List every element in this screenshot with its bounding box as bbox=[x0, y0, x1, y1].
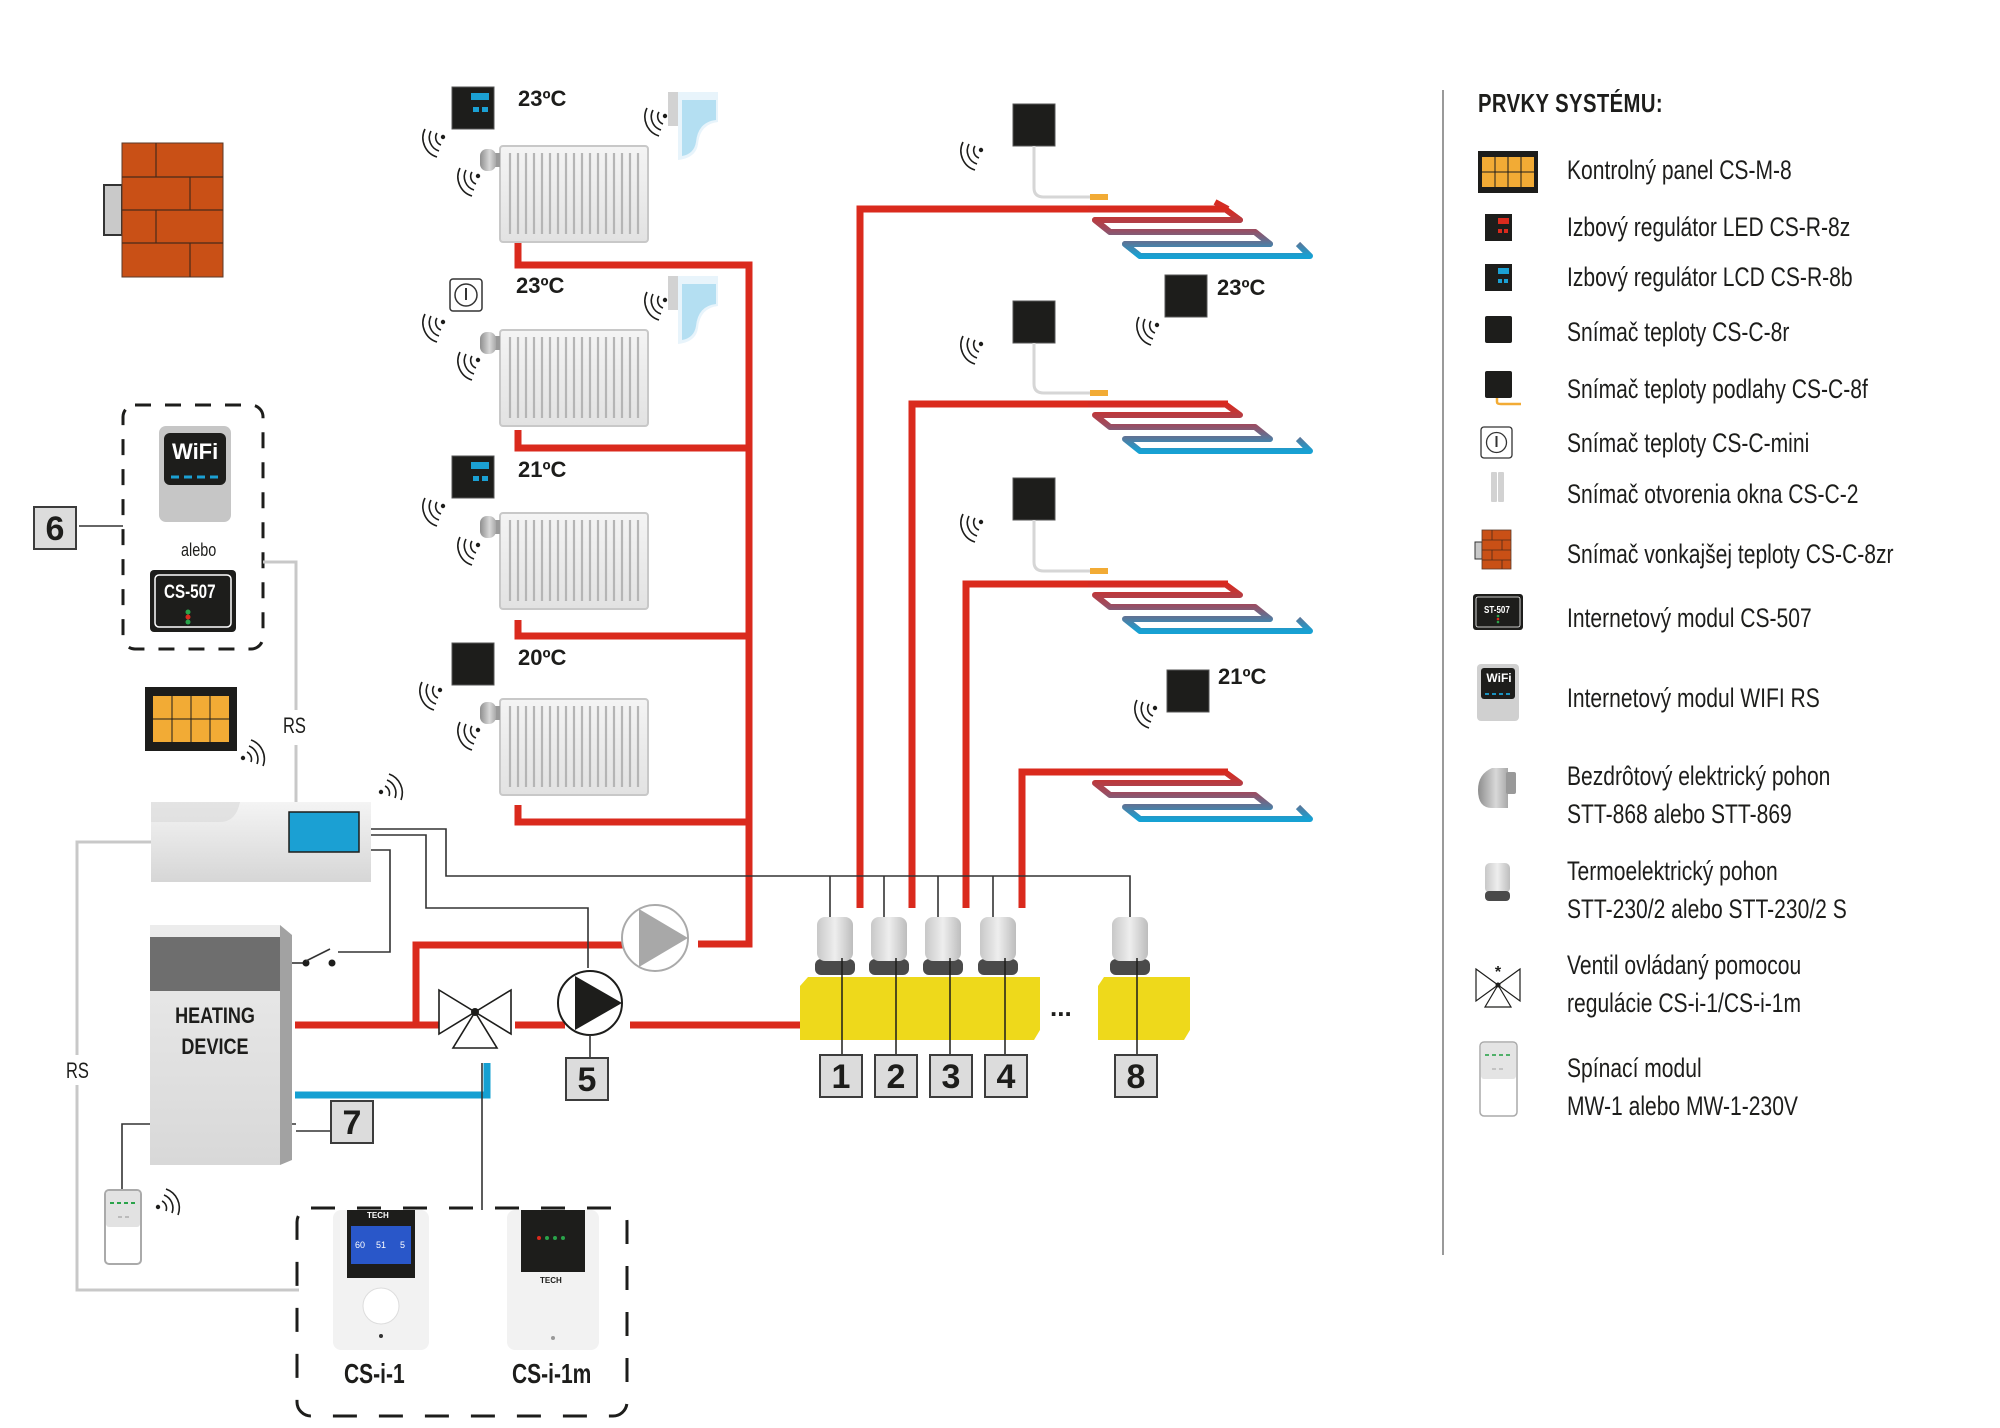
led-room-regulator-icon bbox=[1485, 214, 1512, 241]
legend-item-label: Snímač teploty CS-C-mini bbox=[1567, 428, 1810, 458]
control-panel-cs-m-8 bbox=[145, 687, 237, 751]
zone-temp-floor-2: 23ºC bbox=[1217, 275, 1266, 300]
number-label-5: 5 bbox=[565, 1057, 609, 1101]
heating-device-label-line1: HEATING bbox=[175, 1003, 255, 1028]
floor-loops bbox=[1088, 199, 1313, 822]
zone-temp-floor-4: 21ºC bbox=[1218, 664, 1267, 689]
valve-icon: * bbox=[1475, 964, 1521, 1008]
or-label: alebo bbox=[181, 540, 217, 560]
svg-text:*: * bbox=[1495, 964, 1502, 981]
legend-title: PRVKY SYSTÉMU: bbox=[1478, 88, 1664, 118]
wireless-actuator-icon bbox=[1478, 768, 1516, 808]
legend-item-label: Snímač teploty CS-C-8r bbox=[1567, 317, 1790, 347]
number-label-8: 8 bbox=[1114, 1054, 1158, 1098]
number-label-6: 6 bbox=[33, 506, 77, 550]
cs-i-1m-brand: TECH bbox=[540, 1276, 562, 1285]
room-sensor-floor-zone-2 bbox=[1136, 274, 1208, 346]
legend-wifi-icon-text: WiFi bbox=[1486, 671, 1512, 685]
legend: PRVKY SYSTÉMU: Kontrolný panel CS-M-8 Iz… bbox=[1478, 0, 2000, 1428]
zone-temp-radiator-3: 21ºC bbox=[518, 457, 567, 482]
number-label-1: 1 bbox=[819, 1054, 863, 1098]
cs-i-1-label: CS-i-1 bbox=[344, 1358, 405, 1389]
cs507-module-label: CS-507 bbox=[164, 582, 216, 603]
cs-i-1-screen-v2: 51 bbox=[376, 1240, 387, 1250]
cs-i-1m-label: CS-i-1m bbox=[512, 1358, 592, 1389]
external-temperature-sensor bbox=[103, 142, 224, 278]
legend-item-label: Snímač vonkajšej teploty CS-C-8zr bbox=[1567, 539, 1894, 569]
lcd-room-regulator-icon bbox=[1485, 264, 1512, 291]
manifold-ellipsis: ... bbox=[1050, 992, 1072, 1022]
number-label-3: 3 bbox=[929, 1054, 973, 1098]
legend-item-label: Kontrolný panel CS-M-8 bbox=[1567, 155, 1792, 185]
floor-sensor-3 bbox=[960, 477, 1108, 574]
legend-item-label-line2: STT-230/2 alebo STT-230/2 S bbox=[1567, 894, 1847, 924]
legend-item-label-line2: MW-1 alebo MW-1-230V bbox=[1567, 1091, 1798, 1121]
floor-sensor-2 bbox=[960, 300, 1108, 396]
rs-label-top: RS bbox=[283, 713, 306, 738]
cs-i-1-device bbox=[333, 1210, 429, 1350]
thermoelectric-actuator-icon bbox=[1485, 863, 1510, 901]
supply-pipes bbox=[295, 205, 1228, 1029]
rs-cable-left bbox=[75, 840, 151, 1055]
legend-item-label-line2: regulácie CS-i-1/CS-i-1m bbox=[1567, 988, 1802, 1018]
valve-controllers-group bbox=[295, 1206, 629, 1418]
legend-icons: * bbox=[1473, 151, 1538, 1117]
switching-module-mw-1 bbox=[104, 1189, 142, 1265]
legend-item-label: Snímač teploty podlahy CS-C-8f bbox=[1567, 374, 1868, 404]
legend-item-label-line2: STT-868 alebo STT-869 bbox=[1567, 799, 1792, 829]
heating-device bbox=[150, 925, 292, 1165]
internet-module-cs507-icon bbox=[1473, 594, 1523, 630]
legend-item-label: Ventil ovládaný pomocou bbox=[1567, 950, 1802, 980]
zone-temp-radiator-4: 20ºC bbox=[518, 645, 567, 670]
legend-item-label: Spínací modul bbox=[1567, 1053, 1702, 1083]
room-sensor-floor-zone-4 bbox=[1134, 669, 1210, 729]
temperature-sensor-icon bbox=[1485, 316, 1512, 343]
number-label-2: 2 bbox=[874, 1054, 918, 1098]
legend-item-label: Snímač otvorenia okna CS-C-2 bbox=[1567, 479, 1859, 509]
main-controller bbox=[151, 773, 404, 882]
floor-sensor-1 bbox=[960, 103, 1108, 200]
radiator-zone-2 bbox=[422, 276, 718, 428]
boiler-switch bbox=[289, 948, 336, 967]
floor-temperature-sensor-icon bbox=[1485, 371, 1521, 406]
circulation-pump-radiators bbox=[621, 904, 689, 972]
legend-item-label: Izbový regulátor LED CS-R-8z bbox=[1567, 212, 1851, 242]
zone-temp-radiator-2: 23ºC bbox=[516, 273, 565, 298]
mini-temperature-sensor-icon bbox=[1480, 426, 1513, 459]
rs-cable-top bbox=[263, 560, 298, 710]
wifi-module bbox=[159, 426, 231, 522]
return-pipes bbox=[295, 1063, 491, 1099]
external-temperature-sensor-icon bbox=[1474, 529, 1512, 570]
cs-i-1-screen-v1: 60 bbox=[355, 1240, 366, 1250]
three-way-valve bbox=[438, 988, 512, 1049]
rs-cable-left-lower bbox=[75, 1085, 299, 1292]
switching-module-icon bbox=[1479, 1041, 1518, 1117]
heating-device-label-line2: DEVICE bbox=[181, 1034, 249, 1059]
legend-cs507-icon-text: ST-507 bbox=[1484, 605, 1510, 616]
window-sensor-icon bbox=[1491, 472, 1504, 502]
legend-item-label: Bezdrôtový elektrický pohon bbox=[1567, 761, 1831, 791]
cs-i-1-screen-v3: 5 bbox=[400, 1240, 406, 1250]
mini-sensor bbox=[449, 278, 483, 312]
rs-label-left: RS bbox=[66, 1058, 89, 1083]
circulation-pump-manifold bbox=[557, 970, 623, 1063]
internet-module-group bbox=[79, 403, 265, 651]
zone-temp-radiator-1: 23ºC bbox=[518, 86, 567, 111]
legend-item-label: Izbový regulátor LCD CS-R-8b bbox=[1567, 262, 1853, 292]
cs-i-1-brand: TECH bbox=[367, 1211, 389, 1220]
wifi-module-label: WiFi bbox=[172, 439, 219, 464]
cs507-module bbox=[150, 570, 236, 632]
radiator-zone-1 bbox=[422, 86, 718, 244]
manifold bbox=[800, 917, 1190, 1055]
legend-item-label: Internetový modul CS-507 bbox=[1567, 603, 1812, 633]
wifi-module-icon bbox=[1477, 664, 1519, 721]
number-label-7: 7 bbox=[330, 1100, 374, 1144]
cs-i-1m-device bbox=[507, 1210, 599, 1350]
number-label-4: 4 bbox=[984, 1054, 1028, 1098]
control-panel-icon bbox=[1478, 151, 1538, 193]
legend-item-label: Internetový modul WIFI RS bbox=[1567, 683, 1820, 713]
legend-item-label: Termoelektrický pohon bbox=[1567, 856, 1778, 886]
